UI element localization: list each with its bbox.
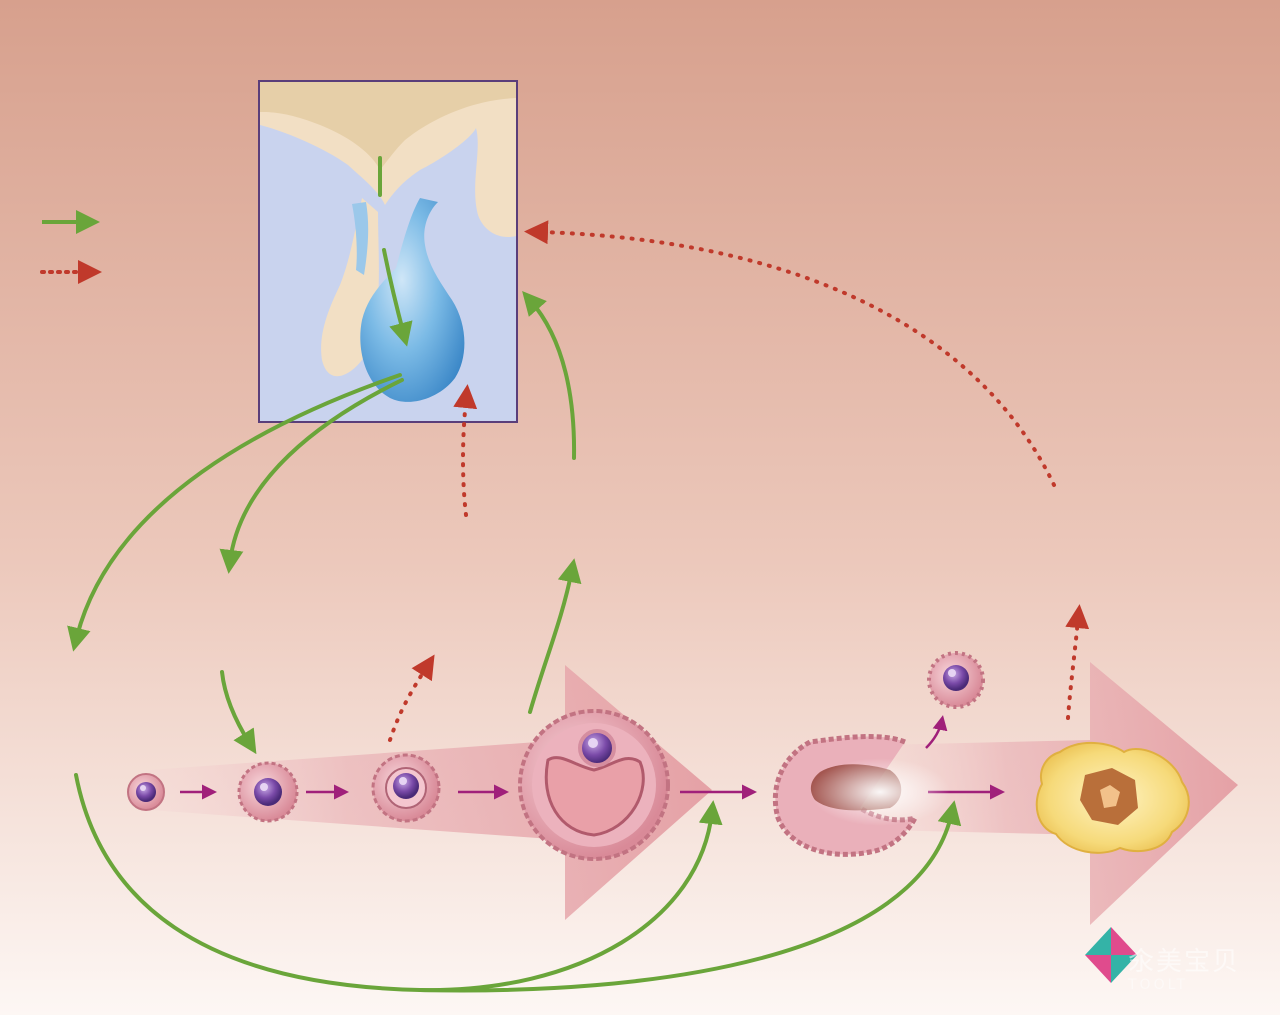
pituitary-to-ovary-outer-arrow — [67, 373, 402, 652]
mature-follicle — [518, 709, 670, 861]
hormone-to-primary-arrow — [220, 670, 257, 755]
legend — [40, 210, 102, 284]
oocyte-release-arrow — [925, 715, 948, 749]
anterior-pituitary — [360, 198, 465, 402]
corpus-luteum — [1035, 741, 1190, 854]
primordial-follicle — [127, 773, 165, 811]
stimulatory-arrows — [67, 156, 962, 993]
secondary-follicle — [371, 753, 441, 823]
secondary-follicle-secretion-arrow — [388, 654, 435, 742]
watermark: 氽美宝贝 TOOLT — [1066, 937, 1266, 1003]
corpus-luteum-to-pituitary-arrow — [524, 220, 1056, 487]
hypothalamus-upper-shade — [260, 82, 516, 170]
primary-follicle — [237, 761, 299, 823]
follicle-to-pituitary-arrow — [522, 290, 577, 460]
corpus-luteum-secretion-arrow — [1065, 604, 1090, 720]
pituitary-stalk — [352, 202, 369, 275]
released-oocyte — [927, 651, 985, 709]
mature-follicle-secretion-arrow — [528, 558, 582, 714]
follicle-inhibit-pituitary-arrow — [453, 384, 478, 517]
inhibitory-arrows — [388, 220, 1090, 742]
portal-to-anterior-arrow — [382, 248, 413, 347]
watermark-subtext: TOOLT — [1128, 977, 1189, 993]
pituitary-inset — [258, 80, 518, 423]
bottom-loop-to-ovulation-arrow — [418, 800, 962, 993]
watermark-text: 氽美宝贝 — [1128, 947, 1241, 977]
ovulation — [772, 734, 950, 857]
watermark-logo — [1085, 927, 1137, 983]
pituitary-to-follicle-inner-arrow — [219, 378, 404, 574]
